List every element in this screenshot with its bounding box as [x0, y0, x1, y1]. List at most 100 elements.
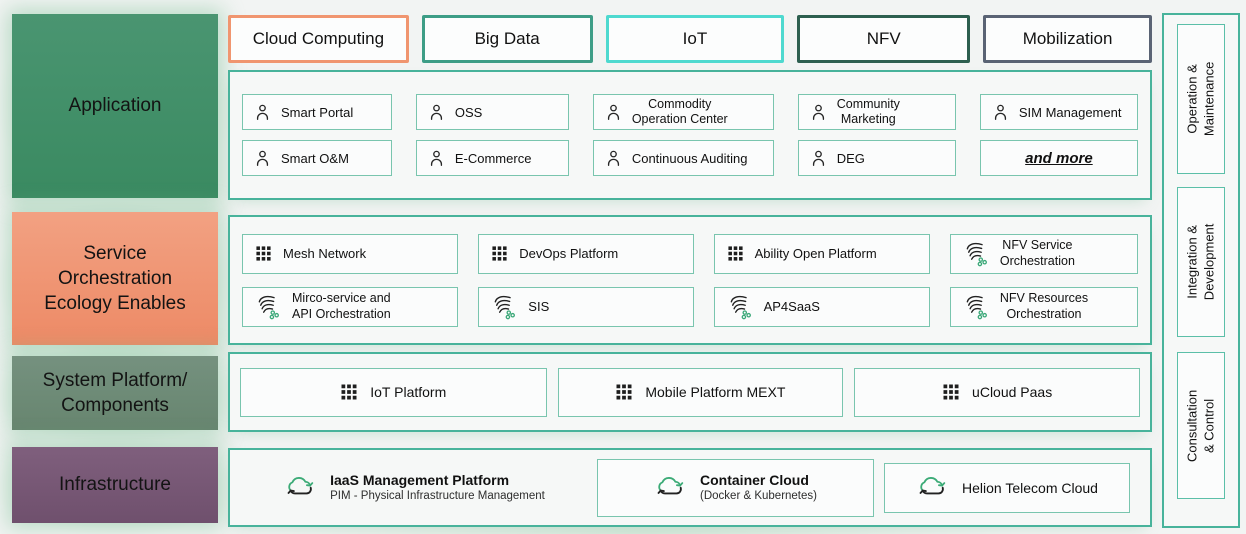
left-block-system-platform: System Platform/ Components [12, 356, 218, 430]
box-mesh-network: Mesh Network [242, 233, 459, 274]
grid-icon [256, 246, 271, 261]
box-and-more-label: and more [1025, 149, 1093, 167]
sidebar-integration-development: Integration & Development [1177, 187, 1225, 337]
cloud-sync-icon [657, 476, 684, 495]
box-community-marketing-label: Community Marketing [836, 96, 900, 126]
sidebar-operation-maintenance: Operation & Maintenance [1177, 24, 1225, 174]
category-big-data: Big Data [421, 15, 593, 63]
box-ap4saas-label: AP4SaaS [763, 299, 820, 314]
box-container-cloud-text: Container Cloud (Docker & Kubernetes) [700, 471, 817, 504]
orchestration-icon [258, 295, 280, 319]
grid-icon [492, 246, 507, 261]
box-container-cloud-title: Container Cloud [700, 471, 809, 488]
box-smart-oandm: Smart O&M [242, 140, 392, 176]
category-iot: IoT [605, 15, 785, 63]
sidebar-consultation-control-label: Consultation & Control [1184, 389, 1216, 462]
box-continuous-auditing-label: Continuous Auditing [631, 150, 748, 166]
category-nfv: NFV [797, 15, 971, 63]
person-icon [256, 150, 269, 166]
box-ucloud-paas: uCloud Paas [854, 367, 1141, 417]
category-mobilization: Mobilization [983, 15, 1152, 63]
box-ucloud-paas-label: uCloud Paas [972, 384, 1053, 400]
person-icon [256, 104, 269, 120]
box-continuous-auditing: Continuous Auditing [592, 140, 774, 176]
cloud-sync-icon [919, 476, 946, 495]
box-e-commerce: E-Commerce [415, 140, 569, 176]
box-micro-service-api-orchestration-label: Mirco-service and API Orchestration [292, 291, 391, 321]
box-nfv-resources-orchestration-label: NFV Resources Orchestration [999, 291, 1089, 321]
box-iaas-text: IaaS Management Platform PIM - Physical … [330, 471, 545, 504]
system-platform-panel: IoT Platform Mobile Platform MEXT uCloud… [228, 352, 1152, 432]
left-block-service-orchestration: Service Orchestration Ecology Enables [12, 212, 218, 345]
person-icon [430, 104, 442, 120]
box-devops-platform-label: DevOps Platform [519, 246, 619, 261]
person-icon [430, 150, 442, 166]
left-block-infrastructure-label: Infrastructure [59, 474, 171, 496]
box-helion-telecom-cloud-label: Helion Telecom Cloud [962, 479, 1098, 496]
box-iaas-management-platform: IaaS Management Platform PIM - Physical … [242, 471, 587, 504]
box-sim-management-label: SIM Management [1018, 104, 1122, 120]
box-smart-portal-label: Smart Portal [281, 104, 354, 120]
box-mobile-platform-mext: Mobile Platform MEXT [557, 367, 844, 417]
category-cloud-computing: Cloud Computing [228, 15, 409, 63]
box-oss: OSS [415, 94, 569, 130]
orchestration-icon [966, 242, 987, 266]
box-iot-platform: IoT Platform [240, 367, 547, 417]
left-block-system-platform-label: System Platform/ Components [42, 369, 188, 416]
box-micro-service-api-orchestration: Mirco-service and API Orchestration [242, 286, 459, 327]
box-sis-label: SIS [528, 299, 550, 314]
box-mobile-platform-mext-label: Mobile Platform MEXT [645, 384, 786, 400]
box-devops-platform: DevOps Platform [478, 233, 694, 274]
box-mesh-network-label: Mesh Network [283, 246, 367, 261]
box-container-cloud-subtitle: (Docker & Kubernetes) [700, 490, 817, 503]
application-panel: Smart Portal OSS Commodity Operation Cen… [228, 70, 1152, 200]
left-block-application-label: Application [68, 95, 162, 117]
sidebar-consultation-control: Consultation & Control [1177, 352, 1225, 499]
sidebar-integration-development-label: Integration & Development [1184, 223, 1217, 301]
box-iaas-subtitle: PIM - Physical Infrastructure Management [330, 490, 545, 503]
box-iot-platform-label: IoT Platform [370, 384, 447, 400]
box-e-commerce-label: E-Commerce [454, 150, 532, 166]
right-sidebar: Operation & Maintenance Integration & De… [1162, 13, 1240, 528]
box-smart-oandm-label: Smart O&M [281, 150, 349, 166]
box-helion-telecom-cloud: Helion Telecom Cloud [884, 462, 1130, 513]
box-sim-management: SIM Management [979, 94, 1138, 130]
box-sis: SIS [478, 286, 694, 327]
person-icon [607, 150, 619, 166]
person-icon [812, 150, 824, 166]
box-nfv-resources-orchestration: NFV Resources Orchestration [949, 286, 1138, 327]
box-community-marketing: Community Marketing [797, 94, 956, 130]
box-iaas-title: IaaS Management Platform [330, 471, 510, 488]
person-icon [607, 104, 619, 120]
box-ability-open-platform: Ability Open Platform [713, 233, 930, 274]
box-ap4saas: AP4SaaS [713, 286, 930, 327]
grid-icon [727, 246, 743, 261]
left-block-service-orchestration-label: Service Orchestration Ecology Enables [44, 242, 186, 315]
box-ability-open-platform-label: Ability Open Platform [754, 246, 877, 261]
box-oss-label: OSS [454, 104, 483, 120]
left-block-application: Application [12, 14, 218, 198]
box-smart-portal: Smart Portal [242, 94, 392, 130]
left-block-infrastructure: Infrastructure [12, 447, 218, 523]
box-and-more: and more [979, 140, 1138, 176]
grid-icon [341, 384, 357, 400]
orchestration-icon [730, 295, 751, 319]
service-orchestration-panel: Mesh Network DevOps Platform Ability Ope… [228, 215, 1152, 345]
person-icon [812, 104, 824, 120]
sidebar-operation-maintenance-label: Operation & Maintenance [1184, 61, 1217, 137]
person-icon [994, 104, 1006, 120]
infrastructure-panel: IaaS Management Platform PIM - Physical … [228, 448, 1152, 527]
box-deg-label: DEG [836, 150, 865, 166]
box-deg: DEG [797, 140, 956, 176]
box-container-cloud: Container Cloud (Docker & Kubernetes) [597, 458, 874, 517]
grid-icon [616, 384, 632, 400]
orchestration-icon [494, 295, 516, 319]
category-row: Cloud Computing Big Data IoT NFV Mobiliz… [228, 15, 1152, 63]
box-commodity-operation-center: Commodity Operation Center [592, 94, 774, 130]
box-nfv-service-orchestration-label: NFV Service Orchestration [999, 238, 1075, 268]
box-commodity-operation-center-label: Commodity Operation Center [631, 96, 728, 126]
box-nfv-service-orchestration: NFV Service Orchestration [949, 233, 1138, 274]
cloud-sync-icon [287, 476, 314, 495]
grid-icon [943, 384, 959, 400]
